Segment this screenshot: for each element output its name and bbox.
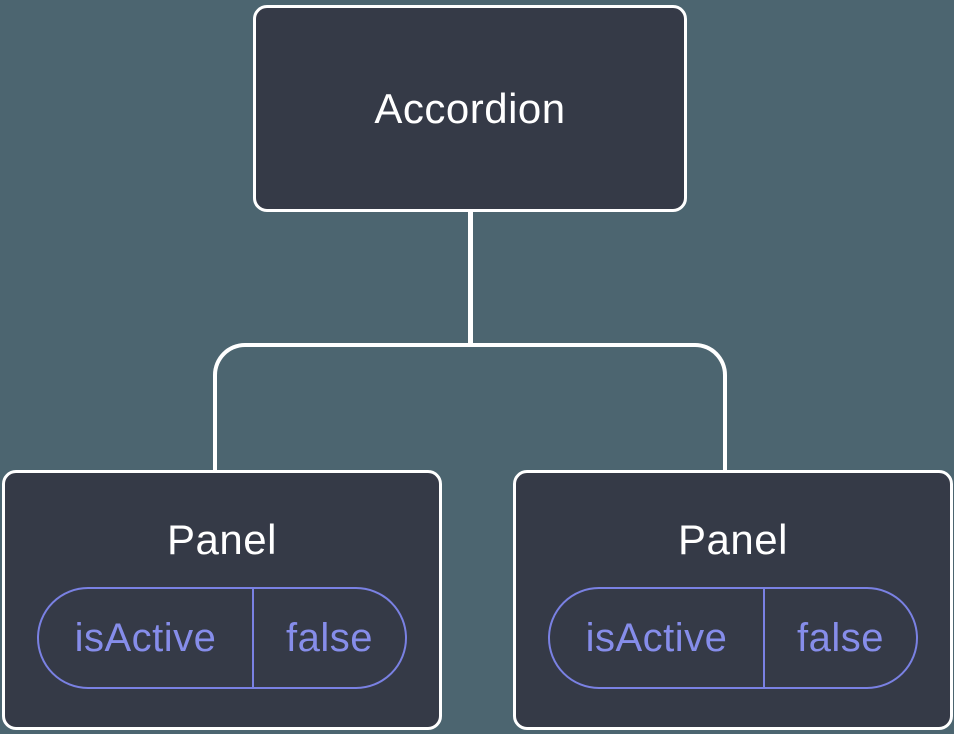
connector-bracket	[213, 343, 727, 470]
panel-1-state-key: isActive	[39, 589, 254, 687]
accordion-node-label: Accordion	[374, 84, 566, 132]
connector-stem	[468, 210, 473, 346]
panel-1-state-pill: isActive false	[37, 587, 407, 689]
panel-1-label: Panel	[167, 516, 277, 563]
node-panel-1: Panel isActive false	[2, 470, 442, 730]
node-accordion: Accordion	[253, 5, 687, 212]
node-panel-2: Panel isActive false	[513, 470, 953, 730]
panel-2-label: Panel	[678, 516, 788, 563]
panel-2-state-value: false	[797, 615, 884, 660]
panel-1-state-value: false	[286, 615, 373, 660]
panel-2-state-pill: isActive false	[548, 587, 918, 689]
panel-2-state-key: isActive	[550, 589, 765, 687]
